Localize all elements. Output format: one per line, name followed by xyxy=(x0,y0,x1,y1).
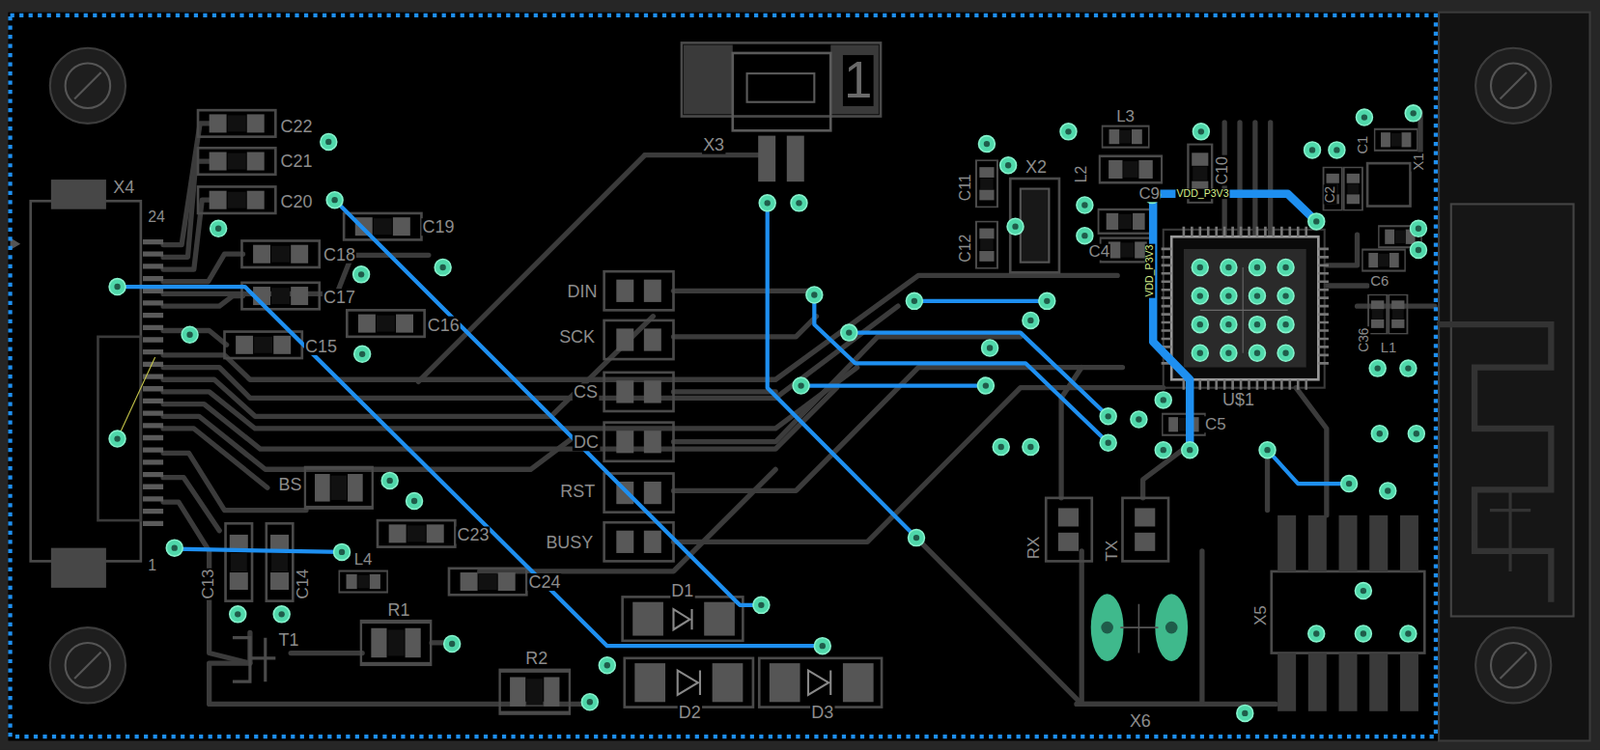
part-label: X3 xyxy=(701,137,726,155)
vertical-part-label: X5 xyxy=(1253,604,1270,627)
antenna-area xyxy=(1438,12,1590,742)
part-label: X6 xyxy=(1128,712,1152,730)
part-label: X2 xyxy=(1024,158,1048,176)
vertical-part-label: C11 xyxy=(956,172,973,202)
mounting-holes xyxy=(50,48,1552,704)
antenna-detail xyxy=(1474,489,1531,572)
part-label: DC xyxy=(572,433,600,451)
copper-traces xyxy=(163,112,1435,704)
part-label: T1 xyxy=(277,631,300,649)
part-label: 24 xyxy=(146,209,167,225)
part-label: SCK xyxy=(558,328,596,346)
part-label: C6 xyxy=(1369,273,1390,288)
part-label: CS xyxy=(572,383,599,401)
part-label: C9 xyxy=(1137,185,1161,202)
part-label: U$1 xyxy=(1221,391,1256,409)
diode-footprints xyxy=(622,596,882,707)
vertical-part-label: C13 xyxy=(199,567,217,600)
part-label: RST xyxy=(559,482,596,501)
part-label: C20 xyxy=(280,193,314,211)
part-label: L1 xyxy=(1379,339,1399,355)
part-label: C24 xyxy=(527,573,562,591)
part-label: C5 xyxy=(1204,416,1228,433)
vertical-part-label: L2 xyxy=(1073,165,1090,185)
vertical-part-label: X1 xyxy=(1411,151,1427,171)
vias xyxy=(109,105,1427,722)
vertical-part-label: C1 xyxy=(1354,135,1370,156)
connector-x3 xyxy=(681,42,881,182)
vertical-part-label: C10 xyxy=(1214,155,1231,186)
chip-u1 xyxy=(1161,226,1329,391)
connector-x5 xyxy=(1271,515,1426,712)
part-label: L4 xyxy=(353,551,374,568)
vertical-part-label: C12 xyxy=(956,233,973,264)
connector-x6 xyxy=(1091,593,1188,662)
part-label: 1 xyxy=(146,557,158,573)
vertical-part-label: TX xyxy=(1103,539,1121,563)
part-label: R1 xyxy=(387,602,412,620)
part-label: D3 xyxy=(810,703,835,722)
passive-footprints xyxy=(197,110,1422,714)
part-label: D2 xyxy=(677,703,702,722)
part-label: C16 xyxy=(426,316,461,335)
connector-x4 xyxy=(10,179,165,589)
part-label: R2 xyxy=(524,649,549,668)
vertical-part-label: C14 xyxy=(294,567,311,600)
vertical-part-label: C2 xyxy=(1323,185,1338,205)
part-label: 1 xyxy=(842,55,874,107)
board-outline xyxy=(10,15,1436,737)
vertical-part-label: RX xyxy=(1025,535,1042,562)
part-label: BUSY xyxy=(544,533,594,552)
transistor-t1 xyxy=(232,638,276,682)
vertical-part-label: C36 xyxy=(1357,326,1372,353)
part-label: VDD_P3V3 xyxy=(1175,189,1230,200)
part-label: L3 xyxy=(1115,108,1136,125)
part-label: DIN xyxy=(566,282,599,301)
part-label: C4 xyxy=(1088,244,1112,261)
part-label: X4 xyxy=(112,178,136,197)
part-label: C23 xyxy=(455,526,490,544)
part-label: C22 xyxy=(280,118,314,137)
part-label: C17 xyxy=(322,288,357,307)
part-label: D1 xyxy=(670,583,695,601)
part-label: BS xyxy=(277,477,303,495)
part-label: C19 xyxy=(421,218,455,236)
antenna-trace xyxy=(1436,324,1551,603)
board-area xyxy=(7,12,1439,742)
part-label: C18 xyxy=(322,246,357,264)
part-label: C15 xyxy=(304,337,338,356)
part-label: C21 xyxy=(280,153,314,171)
bottom-traces xyxy=(117,194,1350,646)
antenna-outline xyxy=(1451,203,1574,617)
signal-pads xyxy=(604,271,674,562)
vertical-part-label: VDD_P3V3 xyxy=(1145,243,1156,298)
